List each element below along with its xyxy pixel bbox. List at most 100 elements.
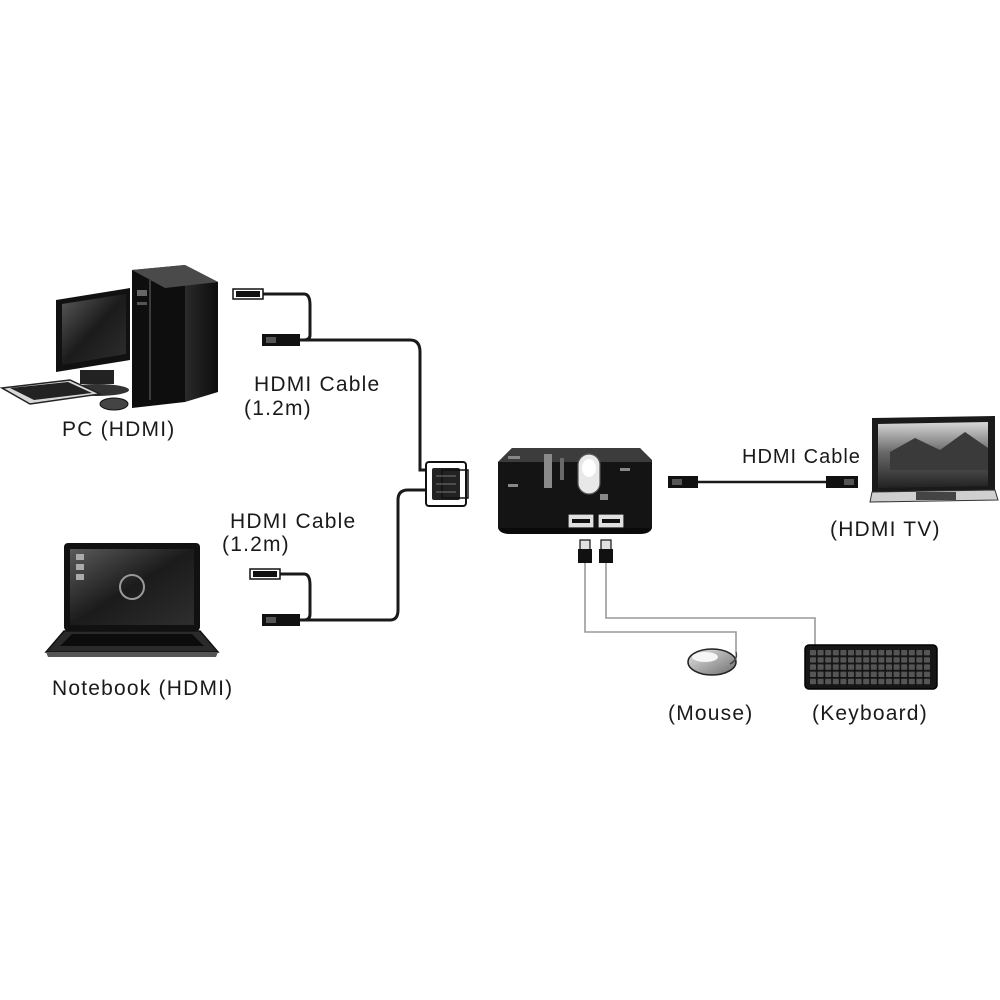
keyboard-key — [832, 650, 839, 656]
keyboard-key — [886, 678, 892, 685]
pc-hdmi-cable — [262, 292, 428, 472]
keyboard-key — [832, 671, 839, 677]
keyboard-key — [870, 678, 877, 685]
hdmi-plug-icon — [262, 334, 300, 346]
tv-label: (HDMI TV) — [830, 518, 941, 541]
kvm-switch-icon — [498, 448, 652, 534]
keyboard-key — [878, 678, 885, 685]
keyboard-key — [825, 664, 832, 670]
keyboard-key — [916, 678, 923, 685]
keyboard-key — [870, 664, 877, 670]
keyboard-key — [886, 664, 892, 670]
pc-cable-length: (1.2m) — [244, 397, 312, 420]
keyboard-key — [916, 664, 923, 670]
hdmi-plug-icon — [262, 614, 300, 626]
keyboard-key — [855, 678, 862, 685]
keyboard-key — [886, 650, 892, 656]
keyboard-key — [908, 664, 915, 670]
keyboard-key — [817, 678, 824, 685]
keyboard-key — [817, 671, 824, 677]
keyboard-key — [832, 664, 839, 670]
keyboard-key — [810, 650, 816, 656]
keyboard-key — [848, 671, 854, 677]
keyboard-key — [916, 671, 923, 677]
keyboard-key — [893, 678, 900, 685]
keyboard-key — [810, 657, 816, 663]
hdmi-plug-icon — [668, 476, 698, 488]
keyboard-key — [901, 650, 908, 656]
keyboard-key — [893, 657, 900, 663]
keyboard-key — [817, 650, 824, 656]
keyboard-key — [878, 664, 885, 670]
pc-cable-name: HDMI Cable — [254, 373, 381, 396]
keyboard-key — [924, 650, 930, 656]
keyboard-key — [878, 671, 885, 677]
keyboard-key — [908, 657, 915, 663]
usb-plug-icon — [578, 539, 592, 563]
keyboard-key — [870, 650, 877, 656]
laptop-icon — [44, 543, 220, 657]
keyboard-key — [870, 671, 877, 677]
keyboard-key — [924, 678, 930, 685]
keyboard-key — [878, 650, 885, 656]
keyboard-key — [886, 657, 892, 663]
keyboard-key — [908, 678, 915, 685]
notebook-cable-name: HDMI Cable — [230, 510, 357, 533]
keyboard-key — [878, 657, 885, 663]
keyboard-key — [893, 671, 900, 677]
keyboard-key — [901, 671, 908, 677]
keyboard-key — [863, 678, 870, 685]
keyboard-key — [886, 671, 892, 677]
keyboard-key — [924, 664, 930, 670]
usb-plug-icon — [599, 539, 613, 563]
keyboard-key — [908, 671, 915, 677]
keyboard-key — [924, 671, 930, 677]
tv-cable-name: HDMI Cable — [742, 446, 861, 468]
keyboard-key — [840, 664, 847, 670]
mouse-label: (Mouse) — [668, 702, 754, 725]
keyboard-key — [817, 657, 824, 663]
mouse-icon — [687, 648, 738, 676]
keyboard-key — [848, 650, 854, 656]
desktop-pc-icon — [0, 265, 218, 411]
keyboard-key — [848, 678, 854, 685]
keyboard-key — [855, 664, 862, 670]
keyboard-key — [863, 664, 870, 670]
keyboard-key — [893, 664, 900, 670]
keyboard-key — [848, 664, 854, 670]
keyboard-key — [924, 657, 930, 663]
keyboard-key — [832, 678, 839, 685]
keyboard-key — [825, 671, 832, 677]
keyboard-key — [840, 650, 847, 656]
keyboard-key — [901, 657, 908, 663]
keyboard-key — [908, 650, 915, 656]
keyboard-key — [863, 650, 870, 656]
keyboard-key — [840, 678, 847, 685]
keyboard-key — [863, 657, 870, 663]
keyboard-key — [855, 671, 862, 677]
keyboard-key — [810, 671, 816, 677]
keyboard-icon — [804, 644, 938, 690]
notebook-hdmi-cable — [278, 488, 428, 622]
keyboard-key — [810, 664, 816, 670]
usb-cables — [584, 560, 816, 652]
kvm-input-connector-icon — [425, 461, 469, 507]
hdmi-plug-icon — [232, 288, 264, 300]
keyboard-label: (Keyboard) — [812, 702, 928, 725]
keyboard-key — [825, 678, 832, 685]
keyboard-key — [840, 671, 847, 677]
keyboard-key — [916, 657, 923, 663]
hdmi-plug-icon — [826, 476, 858, 488]
keyboard-key — [832, 657, 839, 663]
keyboard-key — [817, 664, 824, 670]
keyboard-key — [825, 657, 832, 663]
keyboard-key — [825, 650, 832, 656]
keyboard-key — [901, 664, 908, 670]
keyboard-key — [916, 650, 923, 656]
notebook-label: Notebook (HDMI) — [52, 677, 234, 700]
keyboard-key — [840, 657, 847, 663]
keyboard-key — [855, 650, 862, 656]
hdmi-plug-icon — [249, 568, 281, 580]
keyboard-key — [848, 657, 854, 663]
